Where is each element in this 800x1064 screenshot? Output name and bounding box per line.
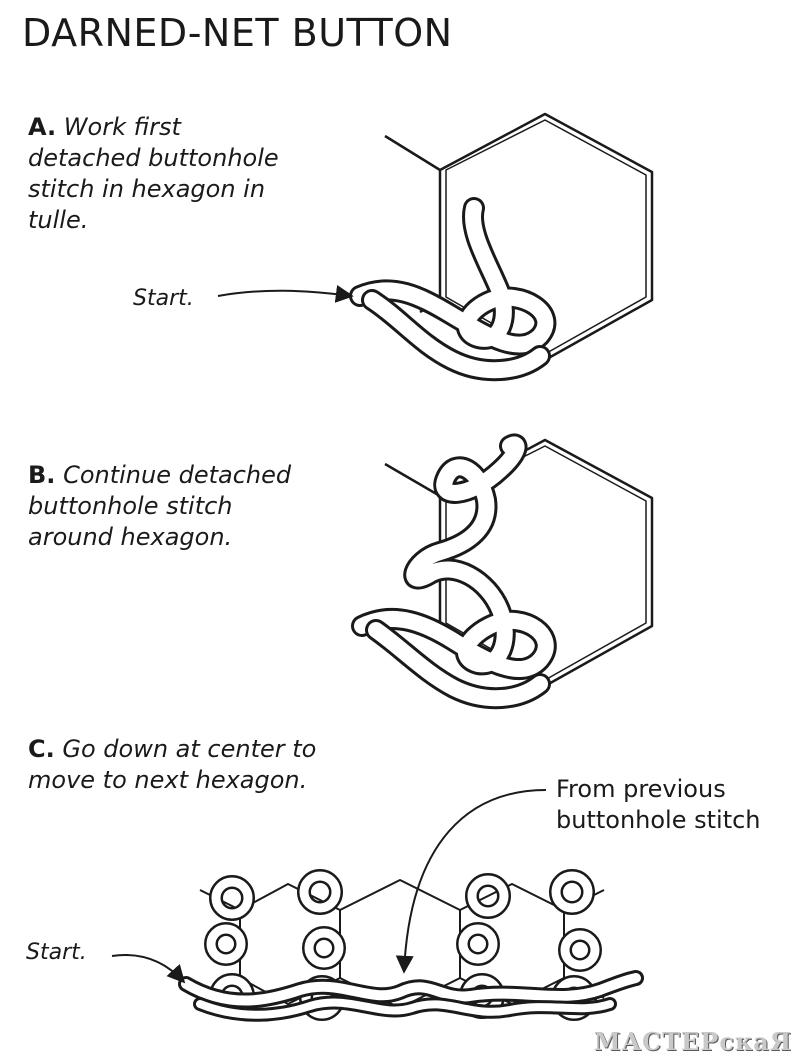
step-b-letter: B. — [28, 461, 56, 489]
step-c-line-1: Go down at center to — [62, 735, 317, 763]
step-a-line-1: Work first — [63, 113, 181, 141]
step-b-line-3: around hexagon. — [28, 523, 233, 551]
arrow-icon-c-start — [111, 954, 186, 984]
hexagon-net-icon-a — [384, 112, 654, 362]
step-a-letter: A. — [28, 113, 57, 141]
from-previous-line-2: buttonhole stitch — [556, 806, 761, 834]
from-previous-label: From previous buttonhole stitch — [556, 774, 761, 836]
step-b-caption: B. Continue detached buttonhole stitch a… — [28, 460, 291, 553]
step-c-start-label: Start. — [26, 940, 87, 965]
thread-loop-icon-b — [351, 433, 557, 710]
step-a-line-2: detached buttonhole — [28, 144, 279, 172]
arrow-icon-c-from-previous — [395, 789, 547, 974]
step-a-line-4: tulle. — [28, 206, 89, 234]
from-previous-line-1: From previous — [556, 775, 726, 803]
step-b-line-2: buttonhole stitch — [28, 492, 233, 520]
page-title: DARNED-NET BUTTON — [22, 11, 453, 55]
step-a-start-label: Start. — [133, 286, 194, 311]
step-c-letter: C. — [28, 735, 55, 763]
step-a-caption: A. Work first detached buttonhole stitch… — [28, 112, 279, 236]
thread-loop-icon-c — [178, 869, 644, 1022]
watermark: МАСТЕРскаЯ — [593, 1027, 792, 1056]
arrow-icon-a — [217, 284, 354, 303]
step-c-line-2: move to next hexagon. — [28, 766, 308, 794]
step-c-caption: C. Go down at center to move to next hex… — [28, 734, 316, 796]
step-a-line-3: stitch in hexagon in — [28, 175, 266, 203]
thread-loop-icon-a — [349, 197, 557, 382]
step-b-line-1: Continue detached — [63, 461, 292, 489]
